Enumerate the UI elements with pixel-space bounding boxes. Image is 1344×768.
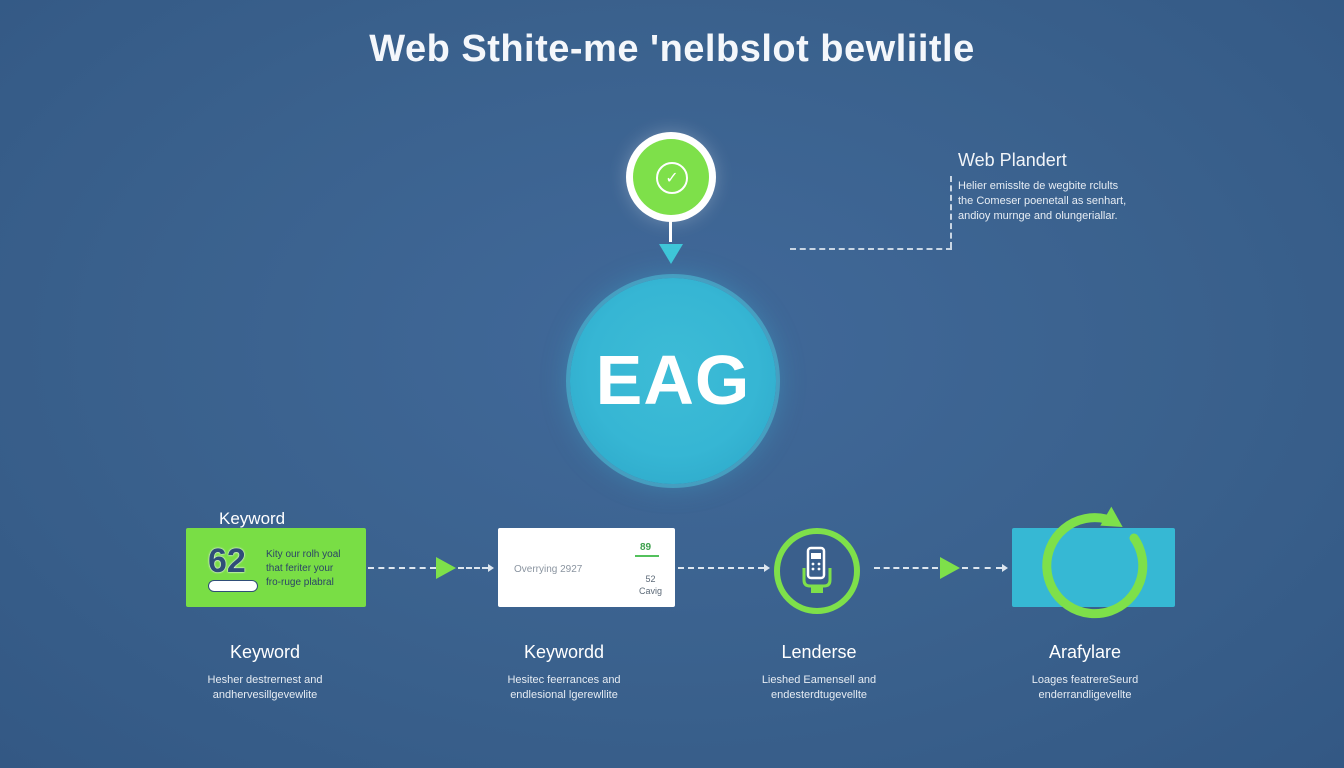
connector-dashed-line (368, 567, 436, 569)
annotation-title: Web Plandert (958, 150, 1067, 170)
step-3-caption: Lenderse Lieshed Eamensell and endesterd… (719, 642, 919, 703)
step-1-card-text: Kity our rolh yoal that feriter your fro… (266, 548, 340, 590)
hub-label: EAG (595, 341, 751, 419)
step-2-card: 89 Overrying 2927 52 Cavig (498, 528, 675, 607)
step-1-card-line: fro-ruge plabral (266, 577, 334, 588)
step-3-ring (774, 528, 860, 614)
annotation-line: Helier emisslte de wegbite rclults (958, 180, 1119, 192)
step-2-line: endlesional lgerewllite (510, 689, 618, 701)
arrow-right-icon (940, 557, 960, 579)
step-1-pill (208, 580, 258, 592)
connector-stem (669, 220, 672, 242)
step-4-line: enderrandligevellte (1038, 689, 1132, 701)
step-4-title: Arafylare (1048, 642, 1122, 662)
step-2-card-number: 89 (640, 542, 652, 553)
step-1-card: 62 Kity our rolh yoal that feriter your … (186, 528, 366, 607)
mobile-phone-icon (802, 546, 832, 593)
step-2-small-line: Cavig (639, 586, 663, 596)
annotation-line: andioy murnge and olungeriallar. (958, 210, 1118, 222)
arrow-right-small-icon (764, 564, 770, 572)
page-title: Web Sthite-me 'nelbslot bewliitle (369, 28, 975, 70)
step-2-title: Keywordd (523, 642, 605, 662)
connector-dashed-line (678, 567, 764, 569)
check-node: ✓ (626, 132, 716, 222)
annotation: Web Plandert Helier emisslte de wegbite … (958, 150, 1188, 224)
arrow-down-icon (659, 244, 683, 264)
cycle-icon (1042, 506, 1148, 619)
step-1-top-label: Keyword (219, 509, 286, 528)
step-2-underline (635, 555, 659, 557)
connector-dashed-line (962, 567, 1002, 569)
check-icon: ✓ (656, 162, 688, 194)
annotation-connector-vertical (950, 176, 952, 248)
step-4-line: Loages featrereSeurd (1031, 674, 1139, 686)
annotation-connector-horizontal (790, 248, 952, 250)
arrow-right-small-icon (488, 564, 494, 572)
step-1-line: andhervesillgevewlite (212, 689, 318, 701)
step-3-title: Lenderse (781, 642, 857, 662)
arrow-right-icon (436, 557, 456, 579)
step-2-small-line: 52 (645, 574, 656, 584)
arrow-right-small-icon (1002, 564, 1008, 572)
step-1-card-line: Kity our rolh yoal (266, 549, 341, 560)
step-2-line: Hesitec feerrances and (507, 674, 621, 686)
step-1-card-line: that feriter your (266, 563, 334, 574)
step-4-caption: Arafylare Loages featrereSeurd enderrand… (985, 642, 1185, 703)
step-3-line: Lieshed Eamensell and (761, 674, 877, 686)
step-2-card-text: Overrying 2927 (514, 564, 583, 575)
annotation-line: the Comeser poenetall as senhart, (958, 195, 1127, 207)
hub-circle: EAG (570, 278, 776, 484)
step-3-line: endesterdtugevellte (770, 689, 867, 701)
step-1-caption: Keyword Hesher destrernest and andherves… (165, 642, 365, 703)
step-2-card-small: 52 Cavig (639, 573, 662, 597)
step-4-card (1012, 528, 1175, 607)
step-1-line: Hesher destrernest and (207, 674, 323, 686)
connector-dashed-line (874, 567, 938, 569)
connector-dashed-line (458, 567, 488, 569)
step-1-title: Keyword (229, 642, 301, 662)
step-2-caption: Keywordd Hesitec feerrances and endlesio… (464, 642, 664, 703)
step-1-big-number: 62 (208, 542, 246, 580)
